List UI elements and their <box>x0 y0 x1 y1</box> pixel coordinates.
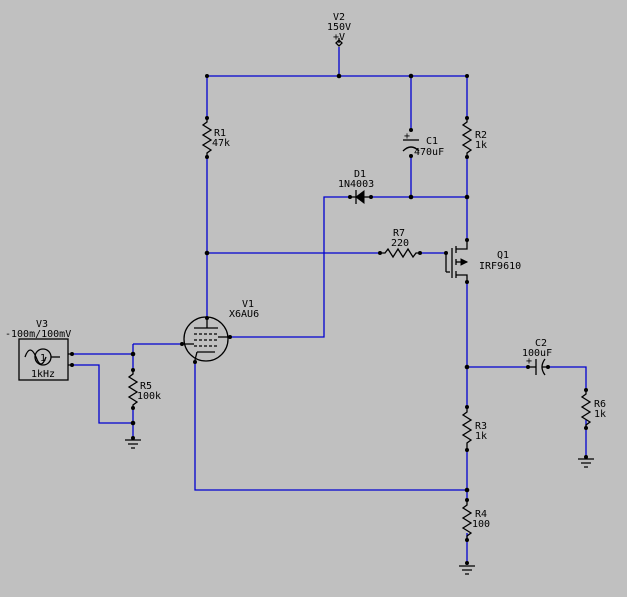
resistor-r2[interactable]: R2 1k <box>461 116 487 159</box>
q1-ref: Q1 <box>497 250 509 261</box>
c1-plus: + <box>404 131 410 142</box>
v1-part: X6AU6 <box>229 309 259 320</box>
diode-d1[interactable]: D1 1N4003 <box>338 169 374 204</box>
r6-value: 1k <box>594 409 606 420</box>
supply-net: +V <box>333 32 345 43</box>
r2-value: 1k <box>475 140 487 151</box>
v3-ref: V3 <box>36 319 48 330</box>
d1-ref: D1 <box>354 169 366 180</box>
c2-ref: C2 <box>535 338 547 349</box>
c1-ref: C1 <box>426 136 438 147</box>
ground-r6 <box>578 455 594 468</box>
resistor-r5[interactable]: R5 100k <box>127 368 161 410</box>
v1-ref: V1 <box>242 299 254 310</box>
tube-v1[interactable]: V1 X6AU6 <box>180 299 259 364</box>
r1-ref: R1 <box>214 128 226 139</box>
r5-ref: R5 <box>140 381 152 392</box>
capacitor-c1[interactable]: + C1 470uF <box>402 128 444 158</box>
resistor-r4[interactable]: R4 100 <box>461 498 490 542</box>
ground-r5 <box>125 436 141 449</box>
r6-ref: R6 <box>594 399 606 410</box>
resistor-r3[interactable]: R3 1k <box>461 405 487 452</box>
ground-r4 <box>459 561 475 575</box>
r1-value: 47k <box>212 138 230 149</box>
supply-value: 150V <box>327 22 351 33</box>
v3-value: -100m/100mV <box>5 329 71 340</box>
r3-ref: R3 <box>475 421 487 432</box>
mosfet-q1[interactable]: Q1 IRF9610 <box>444 238 521 284</box>
r7-ref: R7 <box>393 228 405 239</box>
v3-pin: 1 <box>40 353 46 364</box>
q1-part: IRF9610 <box>479 261 521 272</box>
capacitor-c2[interactable]: + C2 100uF <box>522 338 552 376</box>
supply-ref: V2 <box>333 12 345 23</box>
r4-ref: R4 <box>475 509 487 520</box>
signal-source-v3[interactable]: 1 1kHz V3 -100m/100mV <box>5 319 74 381</box>
resistor-r6[interactable]: R6 1k <box>580 388 606 430</box>
r4-value: 100 <box>472 519 490 530</box>
r3-value: 1k <box>475 431 487 442</box>
junction-nodes <box>130 73 470 493</box>
r2-ref: R2 <box>475 130 487 141</box>
r7-value: 220 <box>391 238 409 249</box>
r5-value: 100k <box>137 391 161 402</box>
wires <box>72 47 587 565</box>
v3-freq: 1kHz <box>31 369 55 380</box>
d1-part: 1N4003 <box>338 179 374 190</box>
resistor-r1[interactable]: R1 47k <box>201 116 230 159</box>
c2-value: 100uF <box>522 348 552 359</box>
supply-v2[interactable]: V2 150V +V <box>327 12 351 47</box>
c1-value: 470uF <box>414 147 444 158</box>
c2-plus: + <box>526 356 532 367</box>
resistor-r7[interactable]: R7 220 <box>378 228 422 259</box>
